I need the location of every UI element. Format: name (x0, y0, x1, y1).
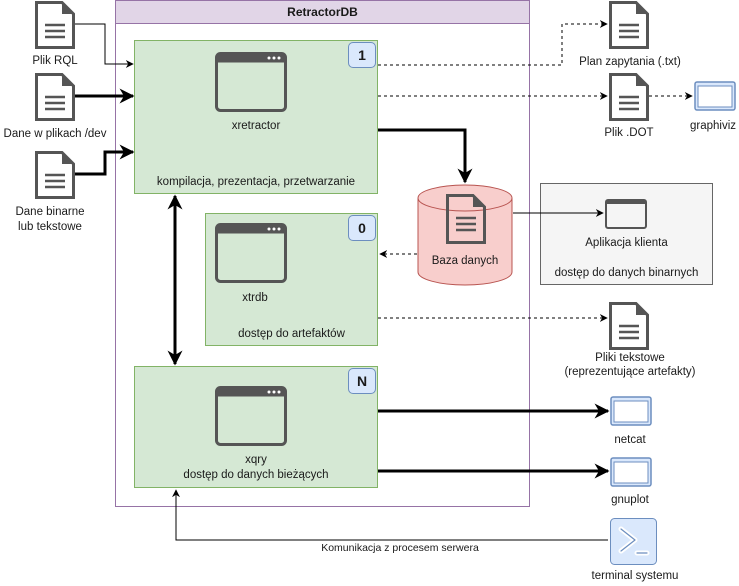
file-icon (446, 194, 486, 244)
app-window-icon (215, 386, 287, 446)
input-dev-label: Dane w plikach /dev (3, 128, 107, 140)
client-app-name: Aplikacja klienta (585, 237, 668, 249)
file-icon (35, 73, 75, 121)
output-textfiles-label-2: (reprezentujące artefakty) (564, 366, 696, 378)
module-xtrdb-name: xtrdb (242, 292, 268, 304)
badge-xretractor: 1 (348, 42, 376, 68)
app-window-icon (605, 199, 647, 229)
input-binary-label-1: Dane binarne (15, 206, 85, 218)
file-icon (609, 73, 649, 121)
terminal-icon (610, 518, 657, 565)
file-icon (35, 1, 75, 49)
output-graphviz-label: graphiviz (689, 120, 737, 132)
output-textfiles-label-1: Pliki tekstowe (595, 352, 665, 364)
module-xqry-name: xqry (245, 454, 267, 466)
module-xretractor[interactable] (134, 40, 378, 194)
app-window-icon (215, 52, 287, 112)
file-icon (35, 151, 75, 199)
app-window-icon (694, 81, 736, 111)
input-binary-label-2: lub tekstowe (18, 221, 82, 233)
client-app-description: dostęp do danych binarnych (554, 267, 699, 279)
input-rql-label: Plik RQL (32, 55, 78, 67)
server-comm-label: Komunikacja z procesem serwera (321, 542, 479, 554)
app-window-icon (215, 223, 287, 283)
app-window-icon (610, 396, 652, 426)
output-gnuplot-label: gnuplot (611, 494, 649, 506)
module-xtrdb-description: dostęp do artefaktów (238, 328, 345, 340)
module-xretractor-name: xretractor (231, 120, 281, 132)
badge-xtrdb: 0 (348, 215, 376, 241)
file-icon (609, 302, 649, 350)
module-xqry-description: dostęp do danych bieżących (183, 469, 329, 481)
file-icon (609, 1, 649, 49)
app-window-icon (610, 457, 652, 487)
output-dot-label: Plik .DOT (604, 127, 654, 139)
output-terminal-label: terminal systemu (591, 570, 679, 582)
badge-xqry: N (348, 368, 376, 394)
output-netcat-label: netcat (614, 434, 646, 446)
module-xretractor-description: kompilacja, prezentacja, przetwarzanie (156, 176, 356, 188)
database-label: Baza danych (431, 255, 499, 267)
retractordb-title: RetractorDB (115, 0, 530, 24)
output-plan-label: Plan zapytania (.txt) (579, 56, 681, 68)
